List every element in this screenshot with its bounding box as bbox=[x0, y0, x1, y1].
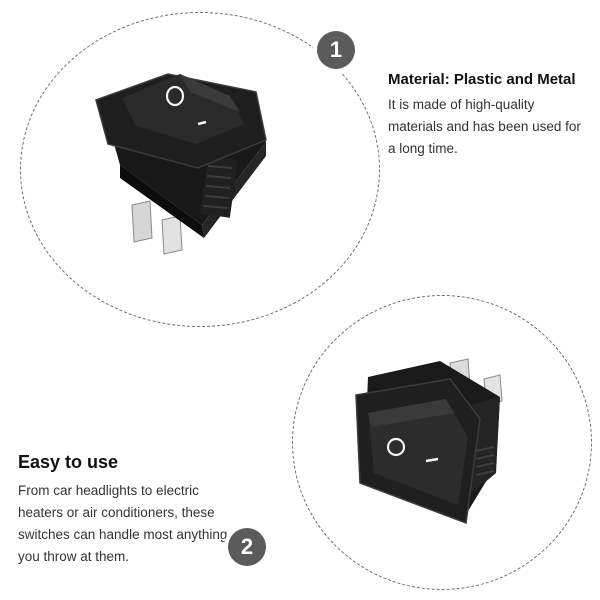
badge-number-1: 1 bbox=[329, 37, 343, 62]
badge-number-2: 2 bbox=[240, 534, 254, 559]
easy-to-use-description: From car headlights to electric heaters … bbox=[18, 483, 228, 564]
number-badge-2: 2 bbox=[228, 528, 266, 566]
off-symbol-icon bbox=[386, 437, 406, 457]
rocker-switch-image-bottom bbox=[355, 358, 503, 525]
easy-to-use-heading: Easy to use bbox=[18, 452, 119, 472]
terminal-left bbox=[131, 200, 153, 243]
rocker-switch-image-top bbox=[95, 73, 267, 255]
on-symbol-icon bbox=[197, 120, 207, 126]
material-description: It is made of high-quality materials and… bbox=[388, 97, 581, 156]
switch-housing-side bbox=[120, 165, 204, 238]
rocker-button bbox=[368, 399, 468, 505]
number-badge-1: 1 bbox=[317, 31, 355, 69]
terminal-right bbox=[161, 215, 183, 255]
on-symbol-icon bbox=[425, 457, 439, 463]
off-symbol-icon bbox=[165, 85, 185, 107]
material-heading: Material: Plastic and Metal bbox=[388, 71, 576, 88]
